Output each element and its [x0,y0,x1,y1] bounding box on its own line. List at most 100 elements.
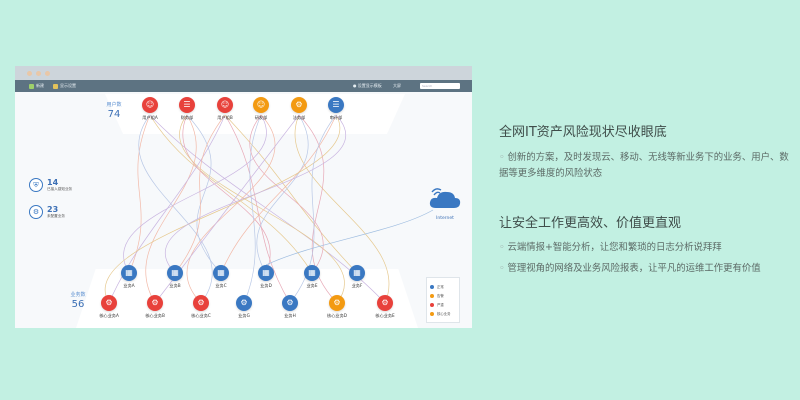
core-business-node[interactable]: ⚙核心业务E [365,295,405,319]
user-group-node[interactable]: ☺用户组A [130,97,170,121]
node-label: 业务H [284,313,296,318]
connection-line [138,114,213,304]
building-icon: ▦ [121,265,137,281]
node-label: 用户组B [217,115,233,120]
window-dot-3[interactable] [45,71,50,76]
business-count-value: 56 [71,299,85,310]
document-icon: ☰ [328,97,344,113]
cloud-icon [429,188,461,208]
node-label: 业务D [260,283,272,288]
building-icon: ⚙ [101,295,117,311]
stat-value: 23 [47,204,59,214]
bullet-text: 管理视角的网络及业务风险报表，让平凡的运维工作更有价值 [507,263,761,274]
user-count-value: 74 [107,109,121,120]
node-label: 核心业务E [375,313,395,318]
feature-panel: 全网IT资产风险现状尽收眼底 ◦创新的方案，及时发现云、移动、无线等新业务下的业… [499,0,799,400]
search-input[interactable]: Search [420,83,460,89]
node-label: 核心业务C [191,313,211,318]
connection-line [128,114,151,274]
core-business-node[interactable]: ⚙业务G [224,295,264,319]
legend-dot [430,293,434,298]
node-label: 核心业务D [327,313,347,318]
node-label: 业务B [169,283,181,288]
legend-item: 告警 [430,291,456,300]
template-setting-link[interactable]: ● 设置显示模板 [353,83,382,88]
business-node[interactable]: ▦业务B [155,265,195,289]
business-count-title: 业务数 [70,292,86,298]
bullet-text: 创新的方案，及时发现云、移动、无线等新业务下的业务、用户、数据等更多维度的风险状… [499,152,789,179]
connection-line [149,114,313,274]
business-node[interactable]: ▦ 业务C [201,265,241,289]
toolbar: 新建 显示设置 ● 设置显示模板 大屏 Search [15,80,472,92]
connection-line [243,114,262,304]
building-icon: ⚙ [282,295,298,311]
connection-line [294,114,390,304]
building-icon: ⚙ [147,295,163,311]
new-button[interactable]: 新建 [29,83,44,89]
legend-label: 严重 [437,303,444,307]
stat-connected-business: ⛨ 14 已接入感知业务 [29,178,72,192]
legend-item: 核心业务 [430,309,456,318]
core-business-node[interactable]: ⚙ 核心业务A [89,295,129,319]
shield-icon: ⛨ [29,178,43,192]
building-icon: ▦ [304,265,320,281]
business-node[interactable]: ▦业务E [292,265,332,289]
connection-line [256,114,309,274]
building-icon: ▦ [349,265,365,281]
user-group-node[interactable]: ☺用户组B [205,97,245,121]
connection-line [123,114,267,274]
business-node[interactable]: ▦业务F [337,265,377,289]
connection-line [182,114,271,274]
connection-line [186,114,276,304]
legend-item: 正常 [430,282,456,291]
user-count-title: 用户数 [106,102,122,108]
connection-line [105,114,340,304]
stat-unconfigured-business: ⚙ 23 未配置业务 [29,205,65,219]
connection-line [186,114,222,274]
stat-value: 14 [47,177,59,187]
core-business-node[interactable]: ⚙核心业务C [181,295,221,319]
user-group-node[interactable]: ☺ 研发部 [241,97,281,121]
node-label: 业务C [215,283,227,288]
view-mode-select[interactable]: 大屏 [393,83,401,88]
user-group-node[interactable]: ☰财务部 [167,97,207,121]
node-label: 核心业务A [99,313,119,318]
stat-caption: 已接入感知业务 [47,186,73,191]
bullet-reports: ◦管理视角的网络及业务风险报表，让平凡的运维工作更有价值 [499,263,761,274]
bullet-cloud-intel: ◦云端情报+智能分析，让您和繁琐的日志分析说拜拜 [499,242,722,253]
building-icon: ▦ [213,265,229,281]
user-group-node[interactable]: ⚙ 法务部 [279,97,319,121]
node-label: 财务部 [180,115,194,120]
legend-label: 核心业务 [437,312,451,316]
legend-label: 正常 [437,285,444,289]
gear-icon: ⚙ [291,97,307,113]
connection-line [179,114,345,304]
node-label: 业务G [238,313,250,318]
legend-label: 告警 [437,294,444,298]
stat-caption: 未配置业务 [47,213,65,218]
core-business-node[interactable]: ⚙核心业务D [317,295,357,319]
topology-canvas: 用户数 74 ☺用户组A☰财务部☺用户组B ☺ 研发部 ⚙ 法务部 ☰ 审计部 ⛨ 14 已… [15,92,472,328]
bullet-innovation: ◦创新的方案，及时发现云、移动、无线等新业务下的业务、用户、数据等更多维度的风险… [499,152,789,179]
business-node[interactable]: ▦业务D [246,265,286,289]
display-settings-button[interactable]: 显示设置 [53,83,76,89]
window-dot-1[interactable] [27,71,32,76]
business-node[interactable]: ▦ 业务A [109,265,149,289]
core-business-node[interactable]: ⚙核心业务B [135,295,175,319]
settings-icon [53,83,58,89]
window-dot-2[interactable] [36,71,41,76]
new-button-label: 新建 [36,83,44,88]
connection-line [224,114,291,304]
node-label: 法务部 [292,115,306,120]
internet-node[interactable]: Internet [425,186,465,221]
add-icon [29,83,34,89]
user-group-node[interactable]: ☰ 审计部 [316,97,356,121]
node-label: 审计部 [329,115,343,120]
node-label: 研发部 [254,115,268,120]
bullet-text: 云端情报+智能分析，让您和繁琐的日志分析说拜拜 [507,242,722,253]
legend-item: 严重 [430,300,456,309]
node-label: 业务A [123,283,135,288]
connection-line [224,114,358,274]
user-icon: ☺ [253,97,269,113]
core-business-node[interactable]: ⚙ 业务H [270,295,310,319]
